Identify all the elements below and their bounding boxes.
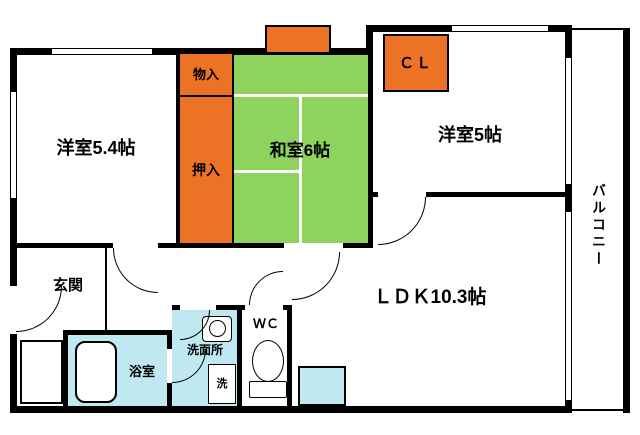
tatami-line: [299, 94, 302, 243]
toilet-bowl-icon: [252, 340, 284, 382]
door-arc-wc: [249, 271, 283, 305]
entrance-door-opening: [10, 286, 17, 334]
door-arc-hall-ldk: [292, 252, 340, 300]
balcony-edge: [572, 409, 623, 411]
wall: [10, 406, 572, 413]
sink-basin: [209, 320, 226, 337]
wall: [172, 305, 180, 310]
label-entrance: 玄関: [52, 276, 83, 294]
window: [10, 92, 17, 198]
washing-machine: 洗: [208, 364, 236, 404]
label-washroom: 洗面所: [186, 343, 223, 357]
balcony-edge: [572, 28, 623, 30]
storage-closet-cl: ＣＬ: [383, 34, 449, 92]
wall: [158, 243, 284, 248]
window: [52, 48, 152, 55]
wall: [426, 192, 572, 197]
shoe-cabinet: [20, 340, 63, 404]
label-balcony: バルコニー: [591, 182, 607, 268]
balcony-sliding-door: [565, 212, 572, 400]
entrance-step-line: [105, 248, 107, 330]
balcony-rail: [623, 28, 630, 413]
storage-mononyu: 物入: [178, 52, 234, 97]
door-arc-western5: [378, 197, 426, 245]
wall: [216, 305, 245, 310]
pipe-space: [265, 25, 331, 54]
label-japanese-6: 和室6帖: [269, 140, 331, 160]
wall: [10, 243, 113, 248]
bathtub: [75, 341, 117, 403]
label-ldk: ＬＤＫ10.3帖: [373, 286, 487, 308]
wall: [287, 305, 292, 407]
kitchen-counter: [298, 366, 346, 406]
wall: [63, 330, 68, 413]
wall: [10, 48, 17, 413]
balcony-sliding-door: [565, 58, 572, 184]
wall: [368, 31, 373, 248]
wall: [368, 192, 378, 197]
wall: [63, 330, 172, 335]
wall: [167, 383, 172, 413]
window: [452, 25, 548, 32]
toilet-tank-icon: [249, 381, 287, 398]
label-western-54: 洋室5.4帖: [56, 138, 136, 158]
wall: [343, 243, 373, 248]
storage-oshiire: 押入: [178, 95, 234, 245]
tatami-line: [232, 170, 299, 173]
wall: [237, 310, 242, 407]
door-arc-western54: [113, 248, 158, 293]
wall: [167, 335, 172, 349]
label-wc: ＷＣ: [252, 315, 279, 331]
label-bathroom: 浴室: [128, 363, 155, 379]
label-western-5: 洋室5帖: [437, 125, 502, 145]
wall: [10, 48, 372, 55]
